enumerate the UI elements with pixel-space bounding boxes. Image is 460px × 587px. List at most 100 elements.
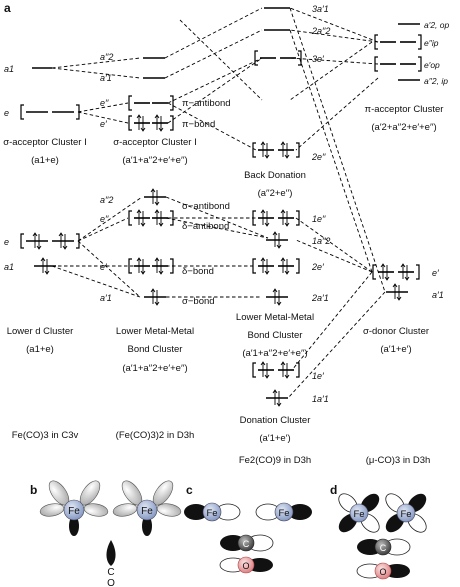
formula-label: Fe(CO)3 in C3v: [12, 430, 79, 441]
symmetry-label: a1: [4, 262, 14, 272]
fe-pi-orbital-left: Fe: [184, 502, 241, 522]
orbital-filled: [266, 231, 288, 249]
orbital-pair-empty: [254, 50, 302, 66]
cluster-label: Donation Cluster: [240, 415, 311, 426]
fe-d-orbital-right: Fe: [112, 480, 182, 536]
orbital-pair-empty: [374, 56, 422, 72]
orbital-pair-filled: [252, 209, 300, 227]
cluster-label: σ-donor Cluster: [363, 326, 429, 337]
symmetry-label: a′′2, ip: [424, 76, 448, 86]
cluster-label: Bond Cluster: [128, 344, 183, 355]
column-1-fe-co3: a1 e σ-acceptor Cluster I (a1+e) e a1: [3, 64, 86, 441]
orbital-pair-filled: [252, 141, 300, 159]
cluster-sub-label: (a′1+a′′2+e′+e′′): [122, 155, 187, 166]
symmetry-label: e′op: [424, 60, 440, 70]
symmetry-label: 1a′1: [312, 394, 329, 404]
formula-label: Fe2(CO)9 in D3h: [239, 455, 311, 466]
symmetry-label: 3a′1: [312, 4, 329, 14]
orbital-filled: [144, 188, 166, 206]
atom-label-c: C: [243, 539, 250, 549]
orbital-filled: [266, 288, 288, 306]
symmetry-label: a′1: [432, 290, 444, 300]
co-lone-pair: C O: [106, 540, 116, 587]
orbital-pair-filled: [128, 114, 174, 132]
symmetry-label: e: [4, 108, 9, 118]
orbital-filled: [386, 283, 408, 301]
formula-label: (μ-CO)3 in D3h: [366, 455, 431, 466]
orbital-character-label: π−bond: [182, 119, 215, 130]
symmetry-label: a1: [4, 64, 14, 74]
symmetry-label: e′: [100, 119, 107, 129]
atom-label-fe: Fe: [400, 509, 411, 520]
atom-label-o: O: [242, 561, 249, 571]
cluster-sub-label: (a′1+a′′2+e′+e′′): [122, 363, 187, 374]
fe-delta-orbital-right: Fe: [385, 493, 427, 533]
column-4-mu-co3: a′2, op e′′ip e′op a′′2, ip π-acceptor C…: [363, 20, 450, 466]
symmetry-label: e′′: [100, 98, 109, 108]
cluster-label: Bond Cluster: [248, 330, 303, 341]
orbital-pair-empty: [128, 95, 174, 111]
cluster-sub-label: (a′2+a′′2+e′+e′′): [371, 122, 436, 133]
symmetry-label: a′2, op: [424, 20, 449, 30]
cluster-sub-label: (a′1+e′): [259, 433, 290, 444]
panel-label-c: c: [186, 483, 193, 497]
atom-label-o: O: [379, 567, 386, 577]
symmetry-label: e′′ip: [424, 38, 439, 48]
co-pi-star-orbital: C O: [356, 538, 411, 580]
symmetry-label: 1e′: [312, 371, 324, 381]
orbital-filled: [144, 288, 166, 306]
atom-label-fe: Fe: [278, 508, 289, 519]
symmetry-label: 3e′: [312, 54, 324, 64]
cluster-label: Back Donation: [244, 170, 306, 181]
orbital-pair-filled: [128, 209, 174, 227]
orbital-filled: [266, 389, 288, 407]
orbital-pair-empty: [374, 34, 422, 50]
atom-label-fe: Fe: [141, 506, 153, 517]
symmetry-label: 1a′′2: [312, 236, 330, 246]
cluster-label: Lower d Cluster: [7, 326, 74, 337]
symmetry-label: e′: [100, 262, 107, 272]
cluster-label: σ-acceptor Cluster I: [113, 137, 196, 148]
orbital-character-label: δ−antibond: [182, 221, 229, 232]
panel-label-b: b: [30, 483, 37, 497]
symmetry-label: a′′2: [100, 195, 113, 205]
panel-c: c Fe Fe C O: [184, 483, 312, 574]
symmetry-label: 2a′′2: [311, 26, 330, 36]
atom-label-fe: Fe: [353, 509, 364, 520]
atom-label-fe: Fe: [68, 506, 80, 517]
symmetry-label: a′1: [100, 73, 112, 83]
cluster-label: π-acceptor Cluster: [365, 104, 444, 115]
symmetry-label: 1e′′: [312, 214, 326, 224]
cluster-sub-label: (a′′2+e′′): [258, 188, 293, 199]
cluster-label: Lower Metal-Metal: [236, 312, 314, 323]
atom-label-fe: Fe: [206, 508, 217, 519]
column-3-fe2-co9: 3a′1 2a′′2 3e′ 2e′′ Back Donation (a′′2+…: [236, 4, 330, 466]
orbital-pair-filled: [252, 257, 300, 275]
orbital-pair-filled: [20, 232, 80, 250]
symmetry-label: e′′: [100, 214, 109, 224]
fe-delta-orbital-left: Fe: [338, 493, 380, 533]
orbital-character-label: π−antibond: [182, 98, 231, 109]
symmetry-label: e: [4, 237, 9, 247]
co-pi-star-orbital: C O: [219, 534, 274, 574]
column-2-fe-co3-dimer: a′′2 a′1 e′′ π−antibond e′ π−bond σ-acce…: [100, 52, 231, 441]
correlation-lines: [51, 7, 386, 399]
orbital-pair-empty: [20, 104, 80, 120]
symmetry-label: 2a′1: [311, 293, 329, 303]
panel-d: d Fe Fe C O: [330, 483, 427, 580]
atom-label-c: C: [380, 543, 387, 553]
atom-label-o: O: [107, 578, 115, 587]
cluster-sub-label: (a1+e): [31, 155, 59, 166]
fe-d-orbital-left: Fe: [39, 480, 109, 536]
panel-b: b Fe Fe C O: [30, 480, 182, 587]
orbital-character-label: σ−bond: [182, 296, 215, 307]
orbital-pair-filled: [372, 263, 420, 281]
panel-label-a: a: [4, 1, 11, 15]
orbital-filled: [34, 257, 56, 275]
symmetry-label: 2e′′: [311, 152, 326, 162]
fe-pi-orbital-right: Fe: [255, 502, 312, 522]
orbital-pair-filled: [128, 257, 174, 275]
symmetry-label: a′′2: [100, 52, 113, 62]
atom-label-c: C: [107, 567, 114, 578]
